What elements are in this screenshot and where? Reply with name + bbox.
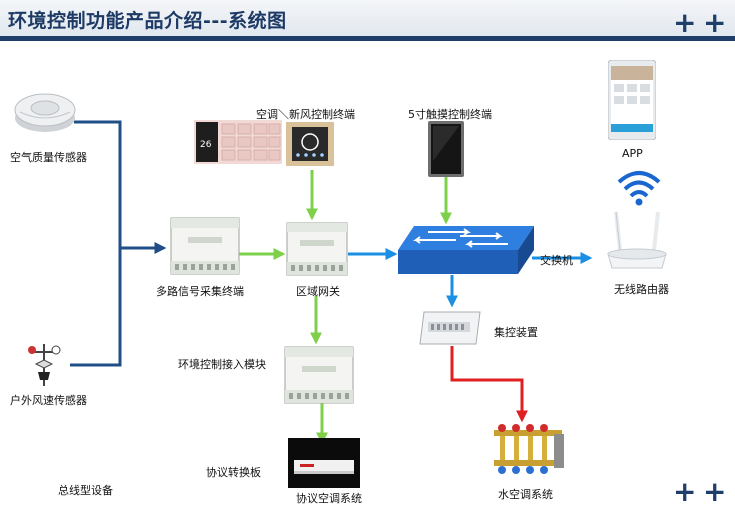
protocol-ac-icon [288, 438, 360, 488]
app-phone-icon [608, 60, 656, 140]
router-icon [607, 211, 667, 269]
plus-icon: + [703, 6, 727, 39]
ac-panel-icon: 26 [194, 120, 282, 164]
wind-sensor-icon [28, 344, 61, 386]
fresh-air-panel-icon [286, 122, 334, 166]
label-touch-terminal: 5寸触摸控制终端 [408, 108, 492, 121]
water-ac-manifold-icon [494, 424, 564, 474]
header-bar [0, 36, 735, 41]
page-title: 环境控制功能产品介绍---系统图 [8, 10, 287, 32]
label-central-control: 集控装置 [494, 326, 538, 339]
label-multi-signal-terminal: 多路信号采集终端 [156, 285, 244, 298]
label-air-quality-sensor: 空气质量传感器 [10, 151, 87, 164]
bus-line [70, 120, 122, 367]
header [0, 0, 735, 40]
svg-text:26: 26 [200, 140, 212, 150]
label-ac-fresh-air-terminal: 空调＼新风控制终端 [256, 108, 355, 121]
label-water-ac-system: 水空调系统 [498, 488, 553, 501]
label-wireless-router: 无线路由器 [614, 283, 669, 296]
label-env-access-module: 环境控制接入模块 [178, 358, 266, 371]
plus-icon: + [673, 6, 697, 39]
plus-icon: + [673, 475, 697, 508]
label-area-gateway: 区域网关 [296, 285, 340, 298]
label-outdoor-wind-sensor: 户外风速传感器 [10, 394, 87, 407]
arrow-central-to-water-ac [450, 346, 528, 423]
label-bus-device: 总线型设备 [58, 484, 113, 497]
label-switch: 交换机 [540, 254, 573, 267]
label-protocol-ac-system: 协议空调系统 [296, 492, 362, 505]
plus-icon: + [703, 475, 727, 508]
central-control-icon [419, 311, 481, 345]
touch-terminal-icon [428, 121, 464, 177]
wifi-icon [617, 171, 661, 206]
label-app: APP [622, 147, 643, 160]
multi-signal-terminal-icon [170, 217, 240, 275]
air-quality-sensor-icon [14, 93, 76, 132]
env-access-module-icon [284, 346, 354, 404]
label-protocol-board: 协议转换板 [206, 466, 261, 479]
switch-icon [398, 226, 534, 274]
area-gateway-icon [286, 222, 348, 276]
